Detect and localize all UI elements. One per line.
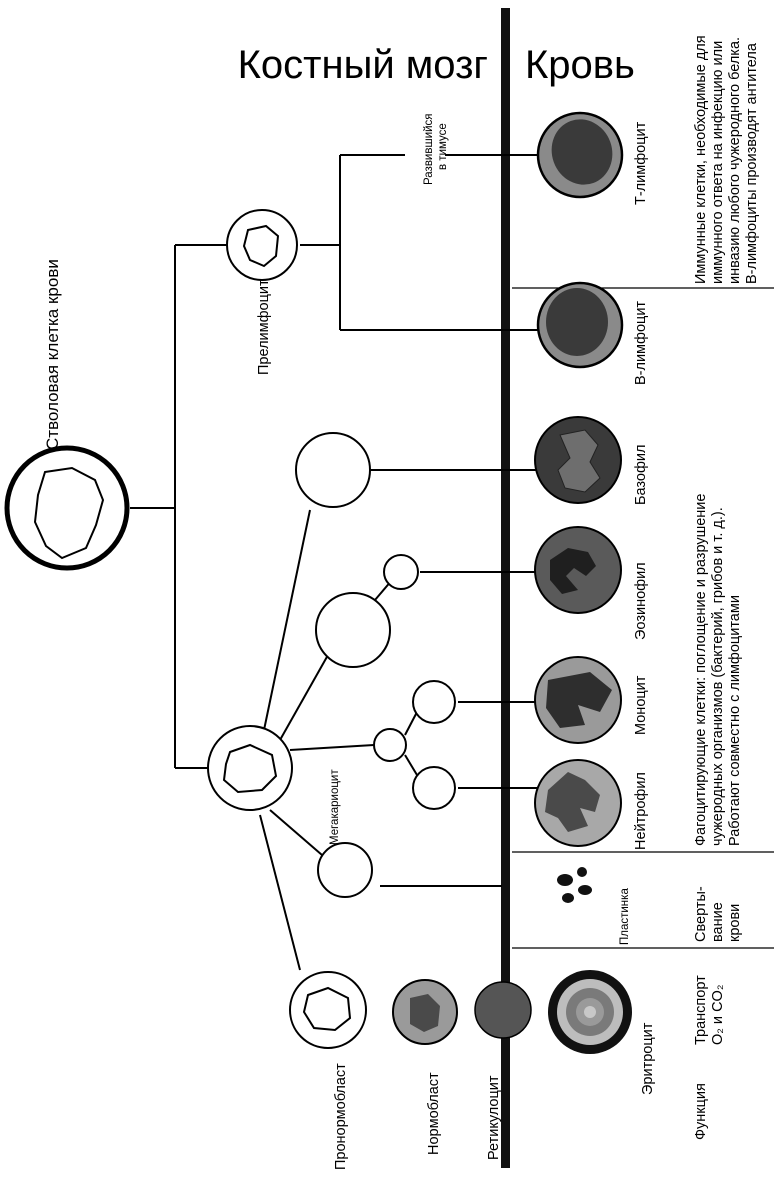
stem-cell: [4, 445, 130, 571]
thymus-label-2: в тимусе: [437, 123, 449, 170]
clotting-line-1: Сверты-: [693, 886, 709, 942]
basophil-cell: [534, 416, 622, 504]
stem-cell-label: Стволовая клетка крови: [43, 259, 62, 450]
prelymphocyte-cell: [226, 209, 298, 281]
pronormoblast-label: Пронормобласт: [333, 1063, 349, 1170]
clotting-line-3: крови: [727, 904, 743, 942]
transport-line-2: O₂ и CO₂: [710, 985, 726, 1045]
thymus-label-1: Развившийся: [423, 113, 435, 185]
phagocyte-line-3: Работают совместно с лимфоцитами: [727, 595, 743, 846]
immune-line-2: иммунного ответа на инфекцию или: [710, 41, 726, 284]
megakaryocyte-label: Мегакариоцит: [329, 769, 341, 845]
monocyte-cell: [534, 656, 622, 744]
b-lymphocyte-label: В-лимфоцит: [633, 301, 649, 385]
b-lymphocyte-cell: [536, 281, 624, 369]
immune-line-4: В-лимфоциты производят антитела: [744, 42, 760, 284]
granulocyte-progenitor: [373, 728, 407, 762]
monocyte-label: Моноцит: [633, 675, 649, 735]
platelet-label: Пластинка: [619, 888, 631, 945]
function-label: Функция: [693, 1083, 709, 1140]
phagocyte-line-1: Фагоцитирующие клетки: поглощение и разр…: [693, 494, 709, 846]
t-lymphocyte-label: Т-лимфоцит: [633, 121, 649, 205]
eosinophil-label: Эозинофил: [633, 562, 649, 640]
platelets: [557, 867, 592, 903]
header-blood: Кровь: [525, 43, 635, 87]
basophil-label: Базофил: [633, 445, 649, 505]
immune-line-1: Иммунные клетки, необходимые для: [693, 35, 709, 284]
marrow-blood-divider: [501, 8, 510, 1168]
transport-line-1: Транспорт: [693, 975, 709, 1045]
reticulocyte-cell: [474, 981, 532, 1039]
erythrocyte-label: Эритроцит: [640, 1022, 656, 1095]
t-lymphocyte-cell: [536, 111, 624, 199]
reticulocyte-label: Ретикулоцит: [486, 1075, 502, 1160]
neutrophil-label: Нейтрофил: [633, 772, 649, 850]
clotting-line-2: вание: [710, 902, 726, 942]
prelymphocyte-label: Прелимфоцит: [256, 279, 272, 375]
myeloblast-cell: [207, 725, 293, 811]
eosinophil-promyelocyte: [383, 554, 419, 590]
pronormoblast-cell: [289, 971, 367, 1049]
eosinophil-cell: [534, 526, 622, 614]
header-marrow: Костный мозг: [238, 43, 488, 87]
lineage-connectors: [130, 154, 540, 971]
immune-line-3: инвазию любого чужеродного белка.: [727, 37, 743, 284]
normoblast-cell: [392, 979, 458, 1045]
normoblast-label: Нормобласт: [426, 1072, 442, 1155]
basophil-precursor: [295, 432, 371, 508]
phagocyte-line-2: чужеродных организмов (бактерий, грибов …: [710, 507, 726, 846]
megakaryocyte-cell: [317, 842, 373, 898]
neutrophil-precursor: [412, 766, 456, 810]
erythrocyte-cell: [548, 970, 632, 1054]
stem-cell-nucleus: [33, 466, 105, 560]
neutrophil-cell: [534, 759, 622, 847]
eosinophil-precursor: [315, 592, 391, 668]
monocyte-precursor: [412, 680, 456, 724]
